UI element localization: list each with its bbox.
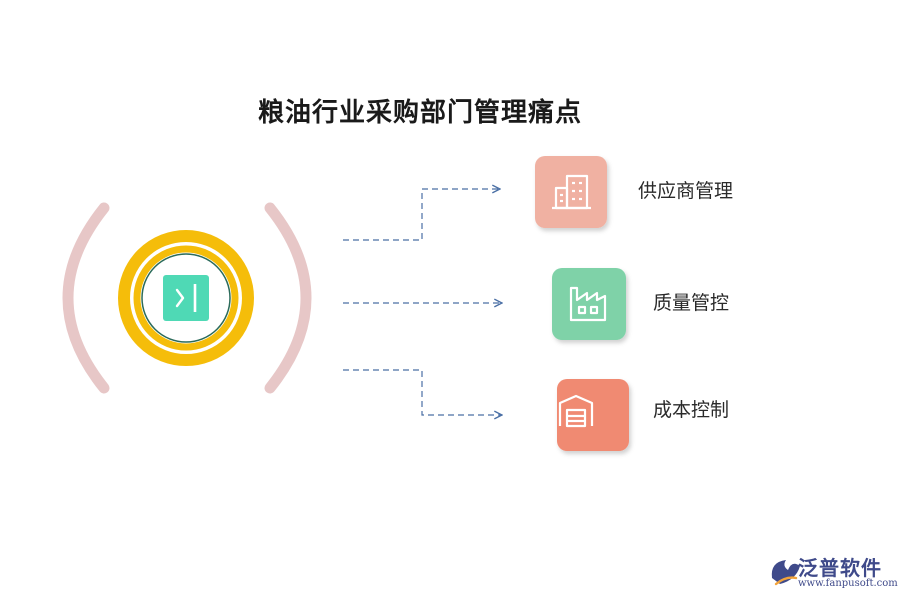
page-title: 粮油行业采购部门管理痛点 [258,98,583,128]
right-bracket [264,202,312,394]
brand-name: 泛普软件 [798,556,882,580]
left-bracket [62,202,110,394]
factory-icon [569,286,607,322]
warehouse-icon [558,394,594,428]
brand-logo-icon [771,560,800,586]
item-label-cost: 成本控制 [653,399,730,421]
inner-ring [133,245,239,351]
brand-logo: 泛普软件 www.fanpusoft.com [768,552,898,594]
sidebar-expand-icon [163,275,209,321]
brand-url: www.fanpusoft.com [798,578,898,589]
item-label-quality: 质量管控 [653,292,730,314]
item-supplier-management [535,156,607,228]
item-label-supplier: 供应商管理 [638,180,734,202]
building-icon [552,174,591,210]
outer-ring [118,230,254,366]
item-quality-control [552,268,626,340]
connector-top [343,189,500,241]
connector-bottom [343,369,502,415]
item-cost-control [557,379,629,451]
